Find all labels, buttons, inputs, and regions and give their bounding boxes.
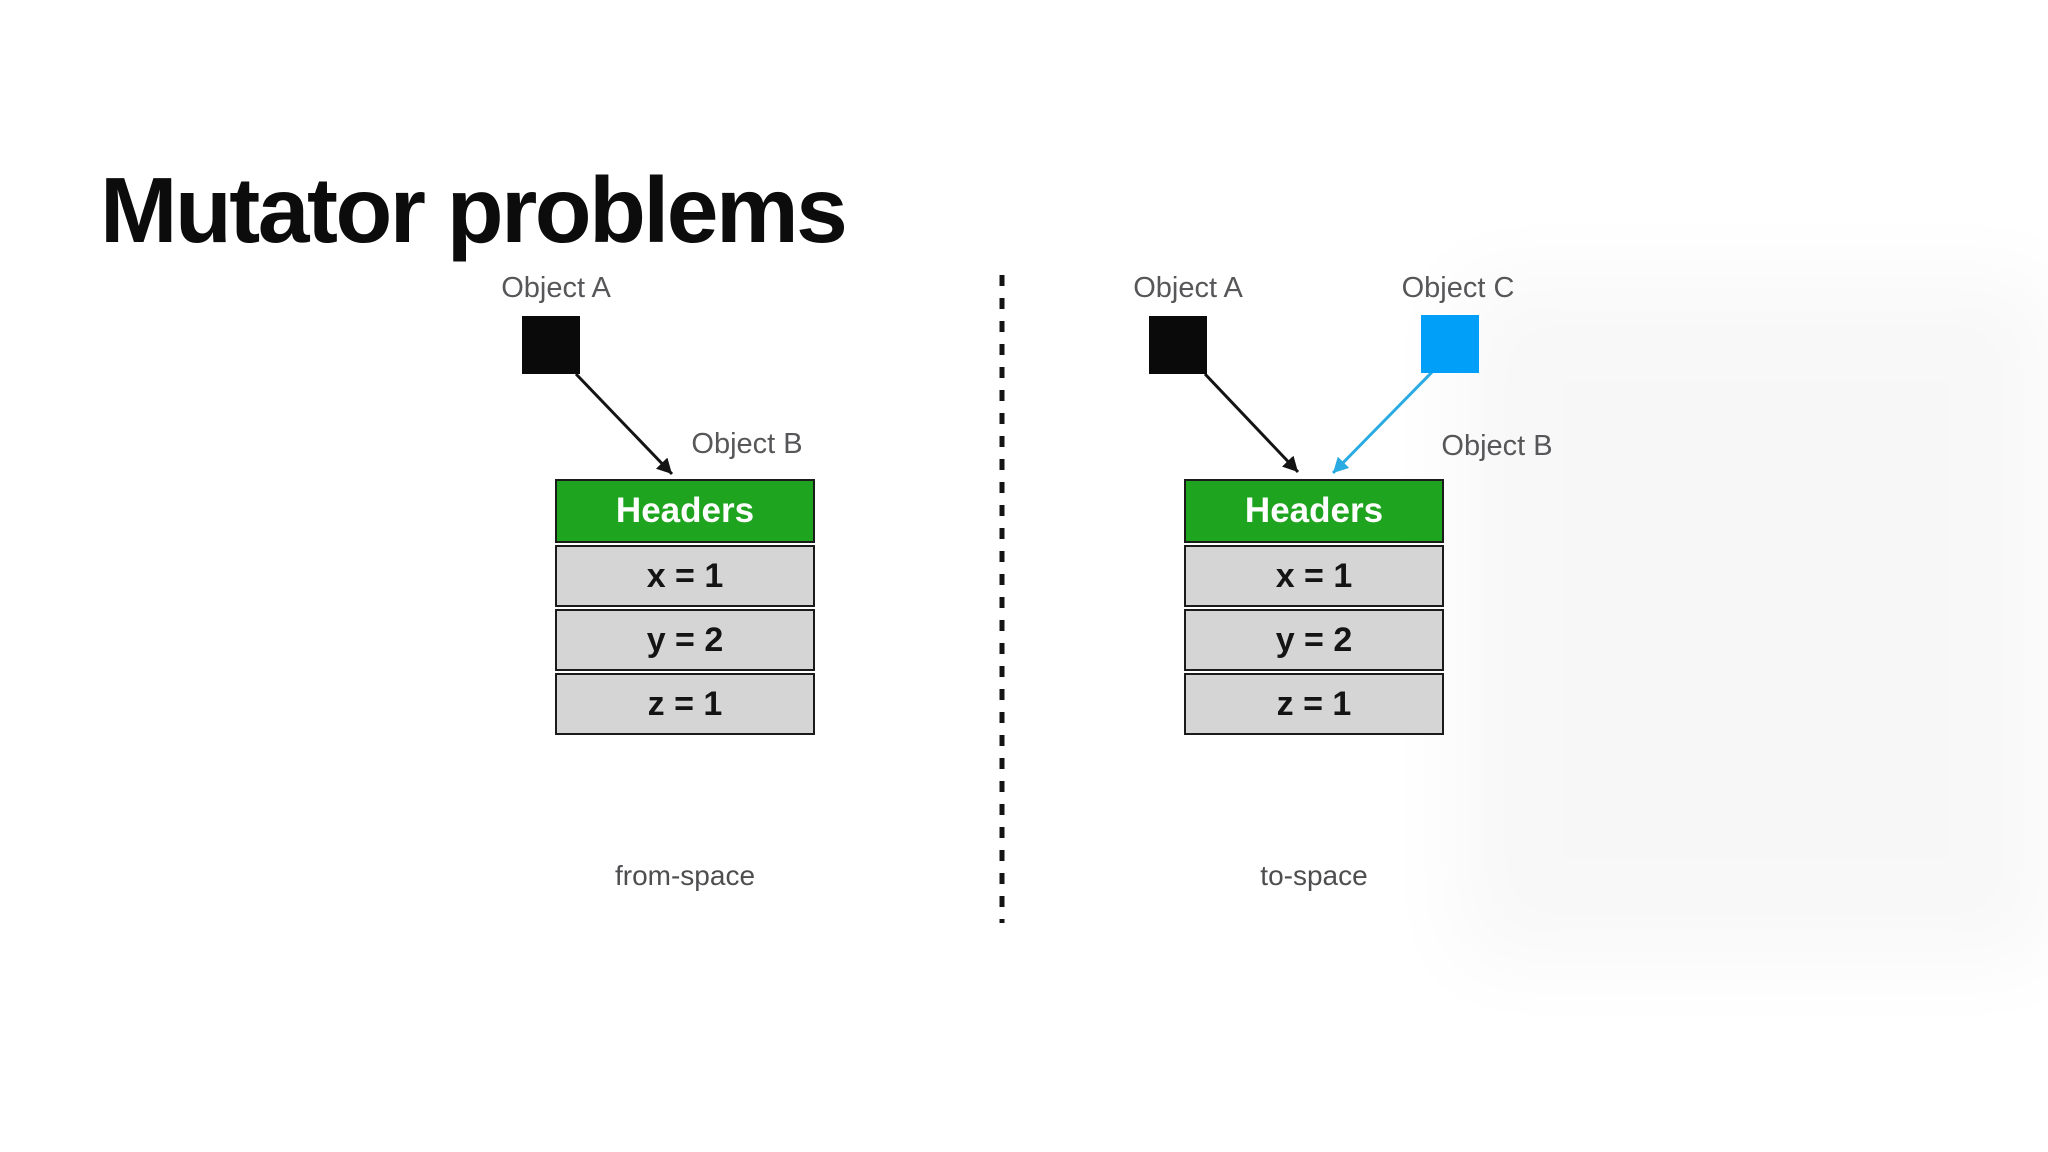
object-b-table: Headers x = 1 y = 2 z = 1	[555, 479, 815, 735]
arrow-objecta-to-objectb-right	[1203, 372, 1300, 474]
object-a-square	[1149, 316, 1207, 374]
object-a-label: Object A	[1133, 272, 1243, 304]
object-b-label: Object B	[1441, 430, 1553, 462]
table-header-row: Headers	[1184, 479, 1444, 543]
object-c-square	[1421, 315, 1479, 373]
space-label-to: to-space	[1260, 860, 1368, 891]
object-b-label: Object B	[691, 428, 803, 460]
table-field-row: z = 1	[1184, 673, 1444, 735]
table-field-row: x = 1	[555, 545, 815, 607]
object-c-label: Object C	[1401, 272, 1515, 304]
table-field-row: y = 2	[1184, 609, 1444, 671]
object-a-square	[522, 316, 580, 374]
background-shade	[1455, 275, 2048, 965]
table-field-row: y = 2	[555, 609, 815, 671]
object-a-label: Object A	[501, 272, 611, 304]
object-b-table: Headers x = 1 y = 2 z = 1	[1184, 479, 1444, 735]
page-title: Mutator problems	[100, 158, 848, 263]
space-label-from: from-space	[614, 860, 756, 891]
table-header-row: Headers	[555, 479, 815, 543]
table-field-row: x = 1	[1184, 545, 1444, 607]
table-field-row: z = 1	[555, 673, 815, 735]
